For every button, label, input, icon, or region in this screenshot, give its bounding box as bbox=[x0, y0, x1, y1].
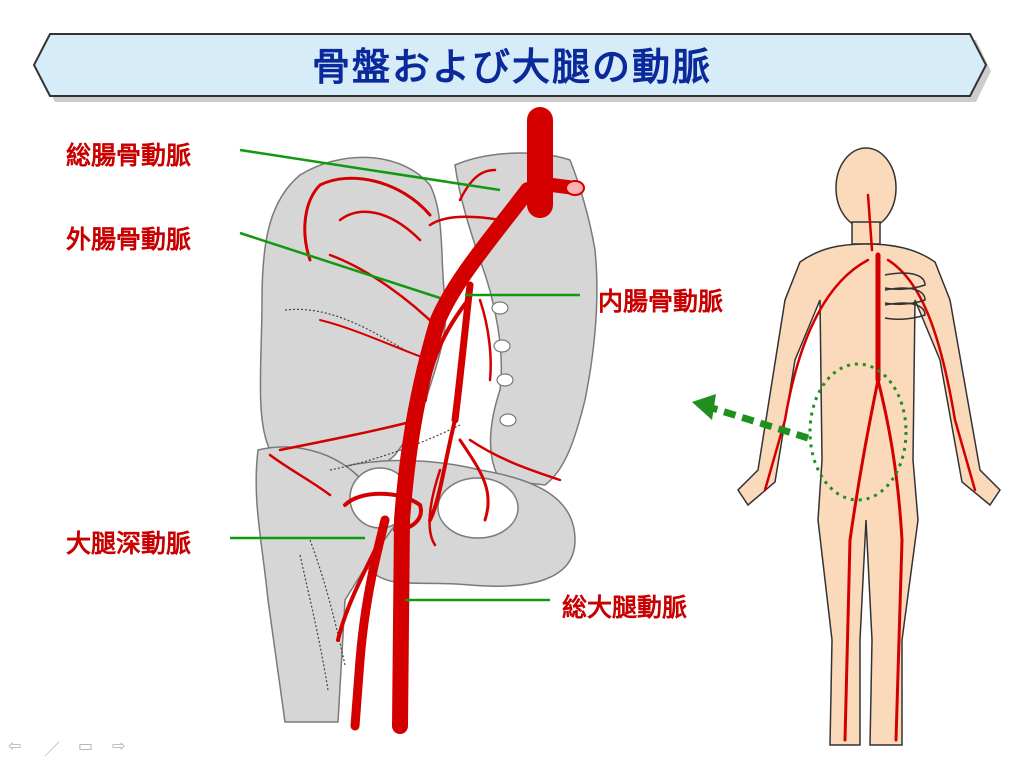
left-arrow-icon: ⇦ bbox=[8, 736, 22, 755]
menu-icon: ▭ bbox=[78, 736, 94, 755]
label-external-iliac-artery: 外腸骨動脈 bbox=[66, 225, 192, 254]
artery-network bbox=[268, 107, 582, 734]
label-common-iliac-artery: 総腸骨動脈 bbox=[66, 141, 192, 170]
label-internal-iliac-artery: 内腸骨動脈 bbox=[598, 287, 724, 316]
pointer-arrow-icon bbox=[692, 394, 716, 420]
body-figure bbox=[737, 147, 1001, 746]
nav-menu-button[interactable]: ▭ bbox=[78, 736, 93, 755]
right-arrow-icon: ⇨ bbox=[112, 736, 126, 755]
page-title: 骨盤および大腿の動脈 bbox=[311, 45, 712, 89]
pen-icon: ／ bbox=[44, 740, 61, 759]
zoom-region-circle bbox=[808, 362, 908, 502]
nav-pen-button[interactable]: ／ bbox=[44, 736, 60, 760]
pelvis-bone bbox=[255, 152, 598, 723]
nav-prev-button[interactable]: ⇦ bbox=[8, 736, 21, 755]
title-banner bbox=[32, 33, 991, 102]
label-common-femoral-artery: 総大腿動脈 bbox=[562, 593, 688, 622]
leader-lines bbox=[230, 148, 580, 602]
label-deep-femoral-artery: 大腿深動脈 bbox=[66, 529, 192, 558]
nav-next-button[interactable]: ⇨ bbox=[112, 736, 125, 755]
